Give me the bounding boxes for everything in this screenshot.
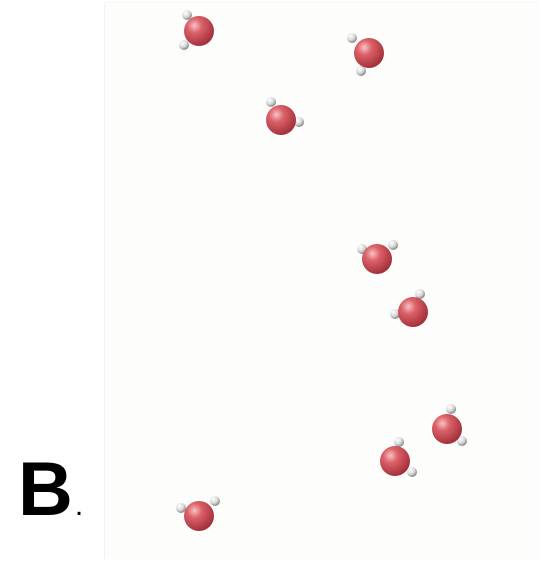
water-molecule	[176, 496, 220, 531]
oxygen-atom	[398, 297, 428, 327]
oxygen-atom	[380, 446, 410, 476]
hydrogen-atom	[182, 10, 192, 20]
water-molecule	[390, 289, 428, 327]
hydrogen-atom	[210, 496, 220, 506]
water-molecule	[179, 10, 214, 50]
water-molecule	[380, 437, 417, 477]
oxygen-atom	[362, 244, 392, 274]
hydrogen-atom	[446, 404, 456, 414]
hydrogen-atom	[179, 40, 189, 50]
oxygen-atom	[266, 105, 296, 135]
hydrogen-atom	[266, 97, 276, 107]
hydrogen-atom	[347, 33, 357, 43]
oxygen-atom	[354, 38, 384, 68]
water-molecule	[357, 240, 398, 274]
panel-label: B.	[18, 452, 83, 528]
oxygen-atom	[432, 414, 462, 444]
hydrogen-atom	[388, 240, 398, 250]
hydrogen-atom	[176, 503, 186, 513]
hydrogen-atom	[407, 467, 417, 477]
panel-period: .	[75, 489, 83, 522]
water-molecule	[347, 33, 384, 76]
water-molecule	[432, 404, 467, 446]
hydrogen-atom	[356, 66, 366, 76]
oxygen-atom	[184, 501, 214, 531]
hydrogen-atom	[394, 437, 404, 447]
water-molecule	[266, 97, 304, 135]
panel-letter: B	[18, 447, 73, 532]
oxygen-atom	[184, 16, 214, 46]
